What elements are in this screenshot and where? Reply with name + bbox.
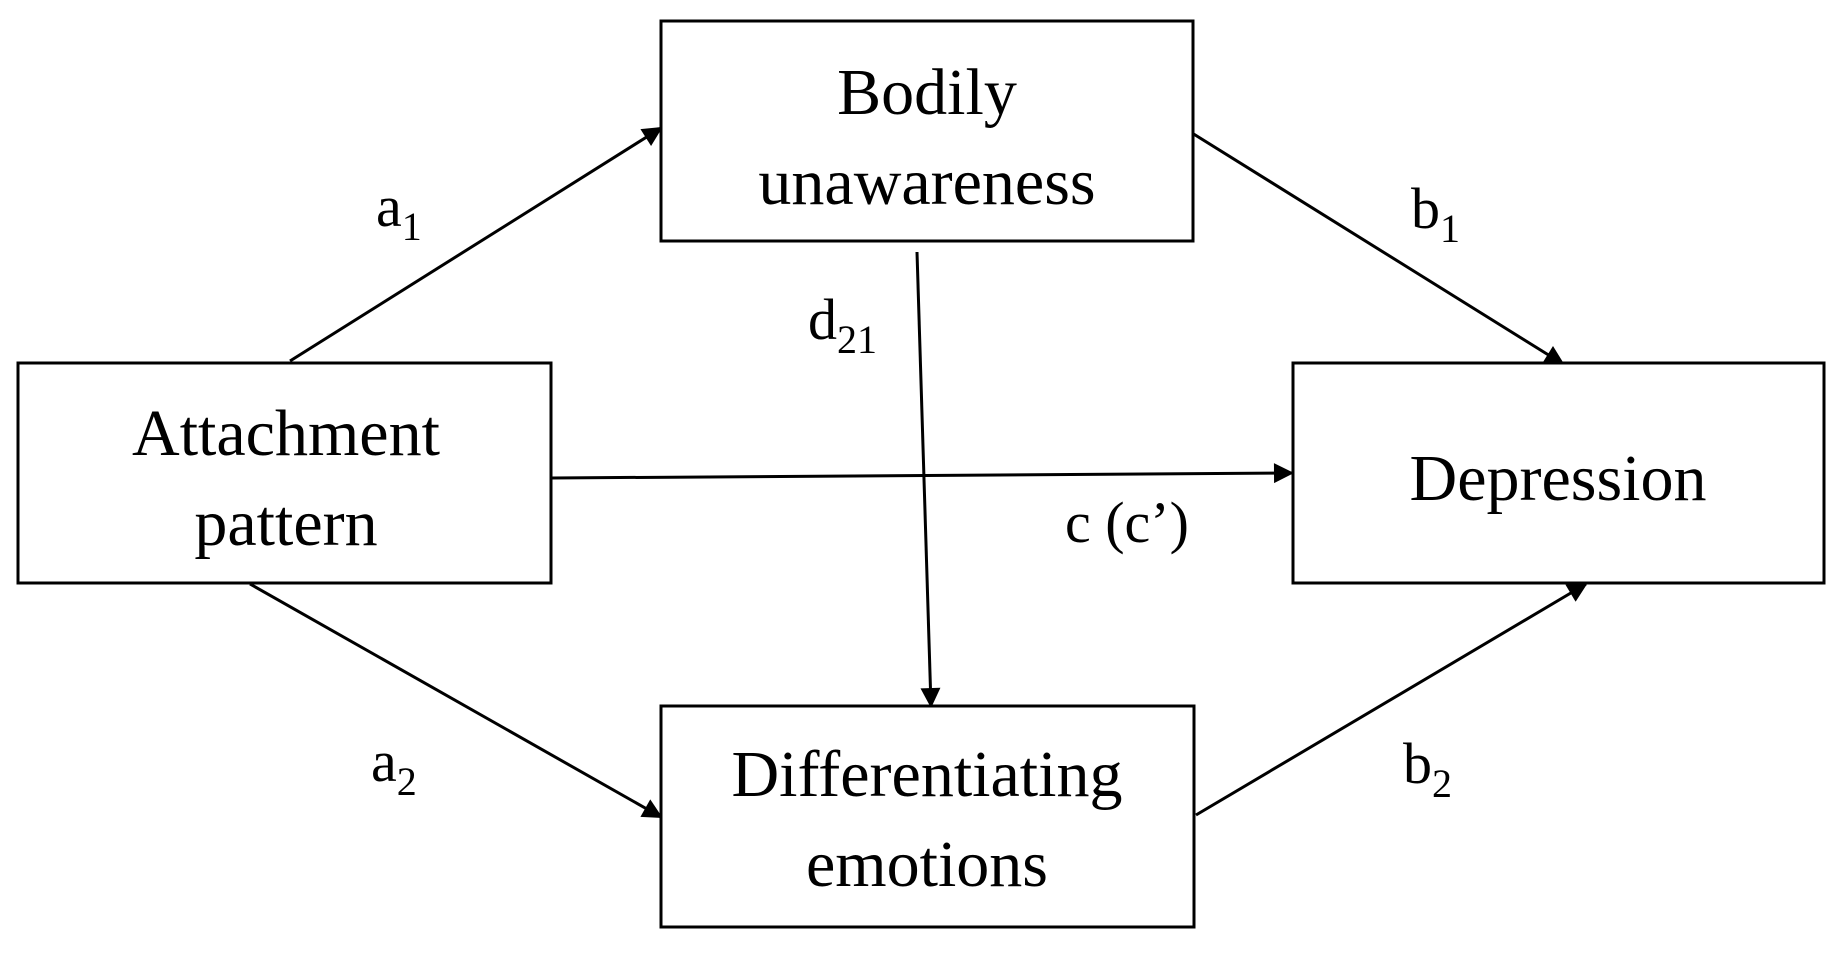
edge-label-b1: b1 xyxy=(1411,176,1460,251)
node-emotions-line1: Differentiating xyxy=(732,738,1123,811)
edge-a2-arrow xyxy=(249,582,663,819)
edge-a1-arrow xyxy=(289,126,663,363)
node-attachment-line2: pattern xyxy=(194,487,377,560)
node-bodily-line2: unawareness xyxy=(758,146,1095,219)
node-differentiating-emotions: Differentiating emotions xyxy=(659,704,1196,929)
node-bodily-line1: Bodily xyxy=(837,56,1017,129)
node-depression-label: Depression xyxy=(1410,442,1707,515)
node-depression: Depression xyxy=(1291,361,1826,585)
edge-label-c: c (c’) xyxy=(1065,490,1189,555)
edge-label-b2: b2 xyxy=(1403,731,1452,806)
edge-label-a2: a2 xyxy=(371,729,417,804)
node-attachment-line1: Attachment xyxy=(132,397,440,470)
edge-label-d21: d21 xyxy=(808,287,877,362)
edge-c-arrow xyxy=(551,463,1294,484)
node-emotions-line2: emotions xyxy=(806,828,1048,901)
node-attachment-pattern: Attachment pattern xyxy=(16,361,553,585)
node-bodily-unawareness: Bodily unawareness xyxy=(659,19,1195,243)
edge-d21-arrow xyxy=(915,251,941,708)
edge-label-a1: a1 xyxy=(376,174,422,249)
edge-b1-arrow xyxy=(1191,131,1565,366)
edge-b2-arrow xyxy=(1195,582,1588,817)
